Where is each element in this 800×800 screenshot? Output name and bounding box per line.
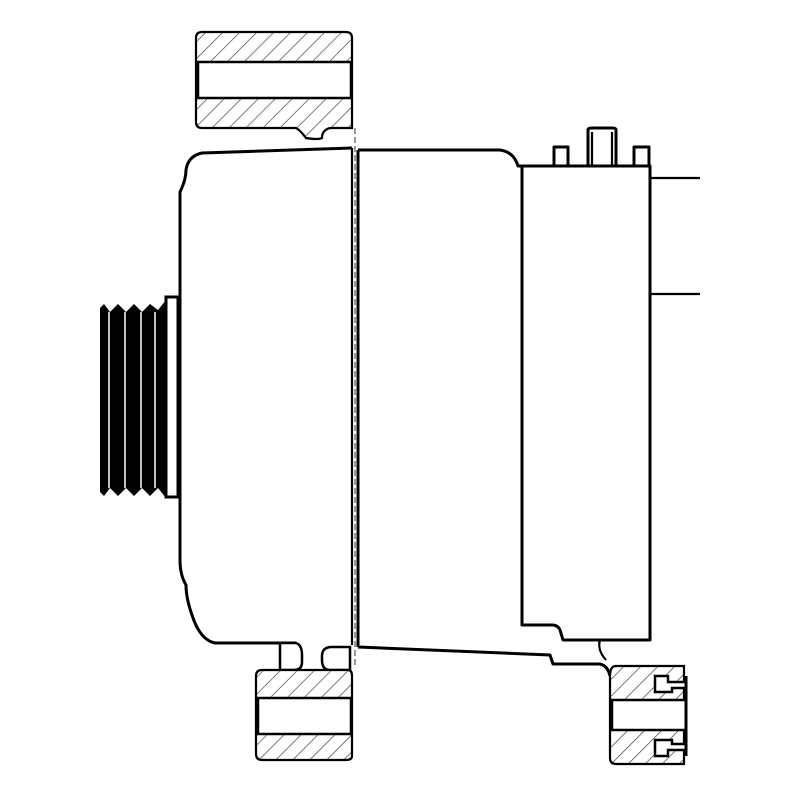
- terminal-tab-left: [552, 145, 570, 168]
- terminal-stud: [586, 126, 618, 166]
- pulley: [100, 295, 180, 499]
- bottom-bracket-bore: [256, 696, 353, 736]
- rear-bracket-bore: [610, 698, 688, 732]
- front-lower-lug-2: [320, 645, 352, 672]
- rear-housing: [520, 126, 700, 661]
- top-mounting-bracket: [194, 30, 354, 141]
- terminal-tab-right: [632, 145, 651, 168]
- stator-housing: [356, 148, 612, 677]
- front-housing: [178, 146, 354, 672]
- top-bracket-bore: [196, 60, 353, 100]
- bottom-front-bracket: [254, 668, 354, 762]
- rear-bracket: [608, 664, 688, 766]
- pulley-flange: [164, 295, 180, 499]
- front-lower-lug: [278, 641, 304, 672]
